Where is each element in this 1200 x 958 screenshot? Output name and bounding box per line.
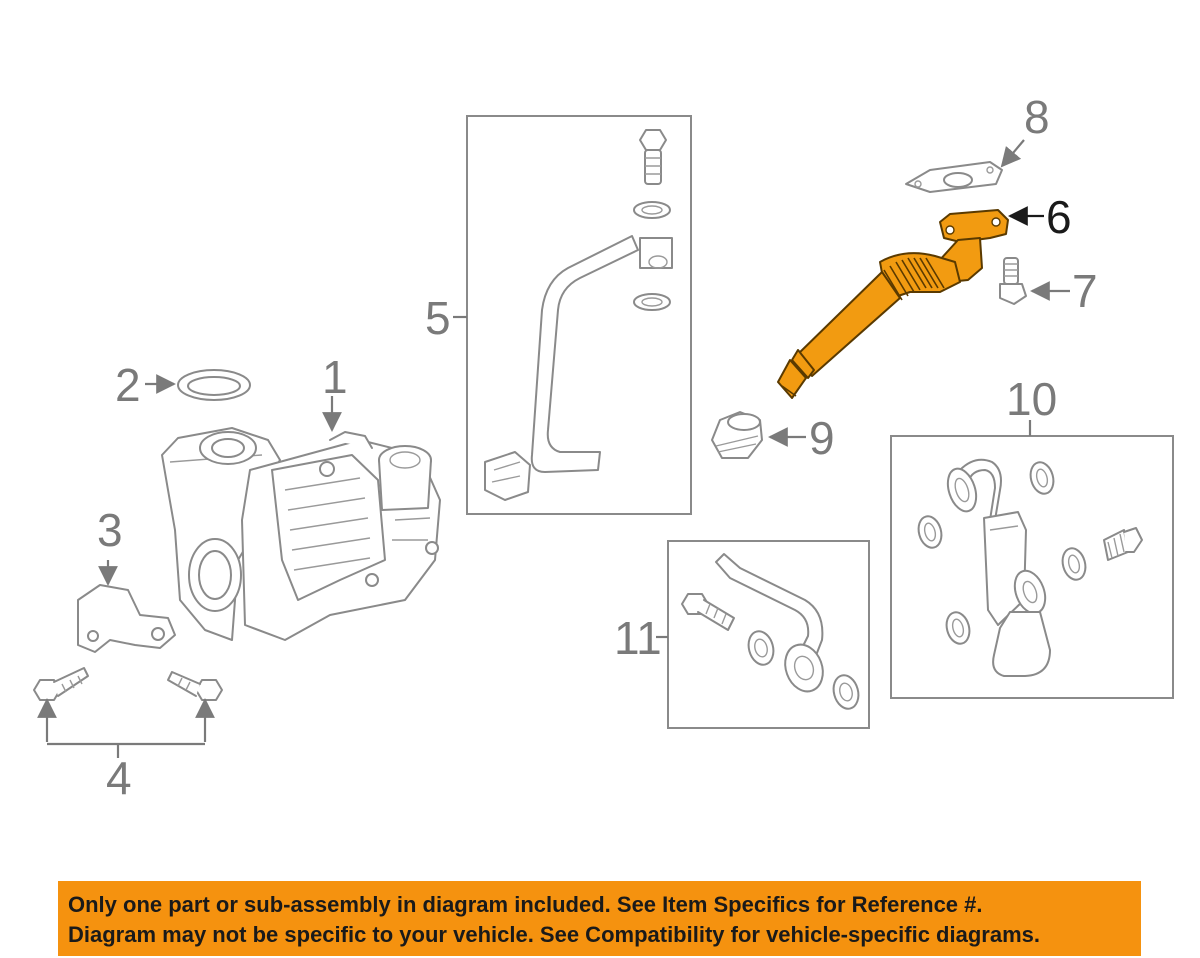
callout-11: 11: [614, 612, 662, 664]
callout-7: 7: [1072, 265, 1098, 317]
highlighted-pipe-6: [777, 209, 1009, 399]
gasket-ring: [177, 369, 251, 401]
disclaimer-banner: Only one part or sub-assembly in diagram…: [58, 881, 1141, 956]
pipe-kit-box-11: [667, 540, 870, 729]
bolt-7: [999, 257, 1027, 305]
disclaimer-line-1: Only one part or sub-assembly in diagram…: [68, 892, 983, 917]
bracket: [77, 584, 176, 653]
callout-2: 2: [115, 359, 141, 411]
callout-9: 9: [809, 412, 835, 464]
leader-lines: [37, 139, 1070, 758]
callout-8: 8: [1024, 91, 1050, 143]
gasket-8: [905, 161, 1003, 193]
bolt-pair: [33, 667, 223, 701]
fitting-9: [711, 411, 763, 459]
callout-5: 5: [425, 292, 451, 344]
disclaimer-line-2: Diagram may not be specific to your vehi…: [68, 922, 1040, 947]
pipe-kit-box-10: [890, 435, 1174, 699]
parts-diagram: 1 2 3 4 5 6 7 8 9 10 11: [33, 91, 1174, 804]
callout-1: 1: [322, 351, 348, 403]
callout-10: 10: [1006, 373, 1057, 425]
callout-4: 4: [106, 752, 132, 804]
callout-labels: 1 2 3 4 5 6 7 8 9 10 11: [97, 91, 1098, 804]
callout-6: 6: [1046, 191, 1072, 243]
egr-valve-assembly: [161, 427, 441, 641]
pipe-kit-box-5: [466, 115, 692, 515]
callout-3: 3: [97, 504, 123, 556]
